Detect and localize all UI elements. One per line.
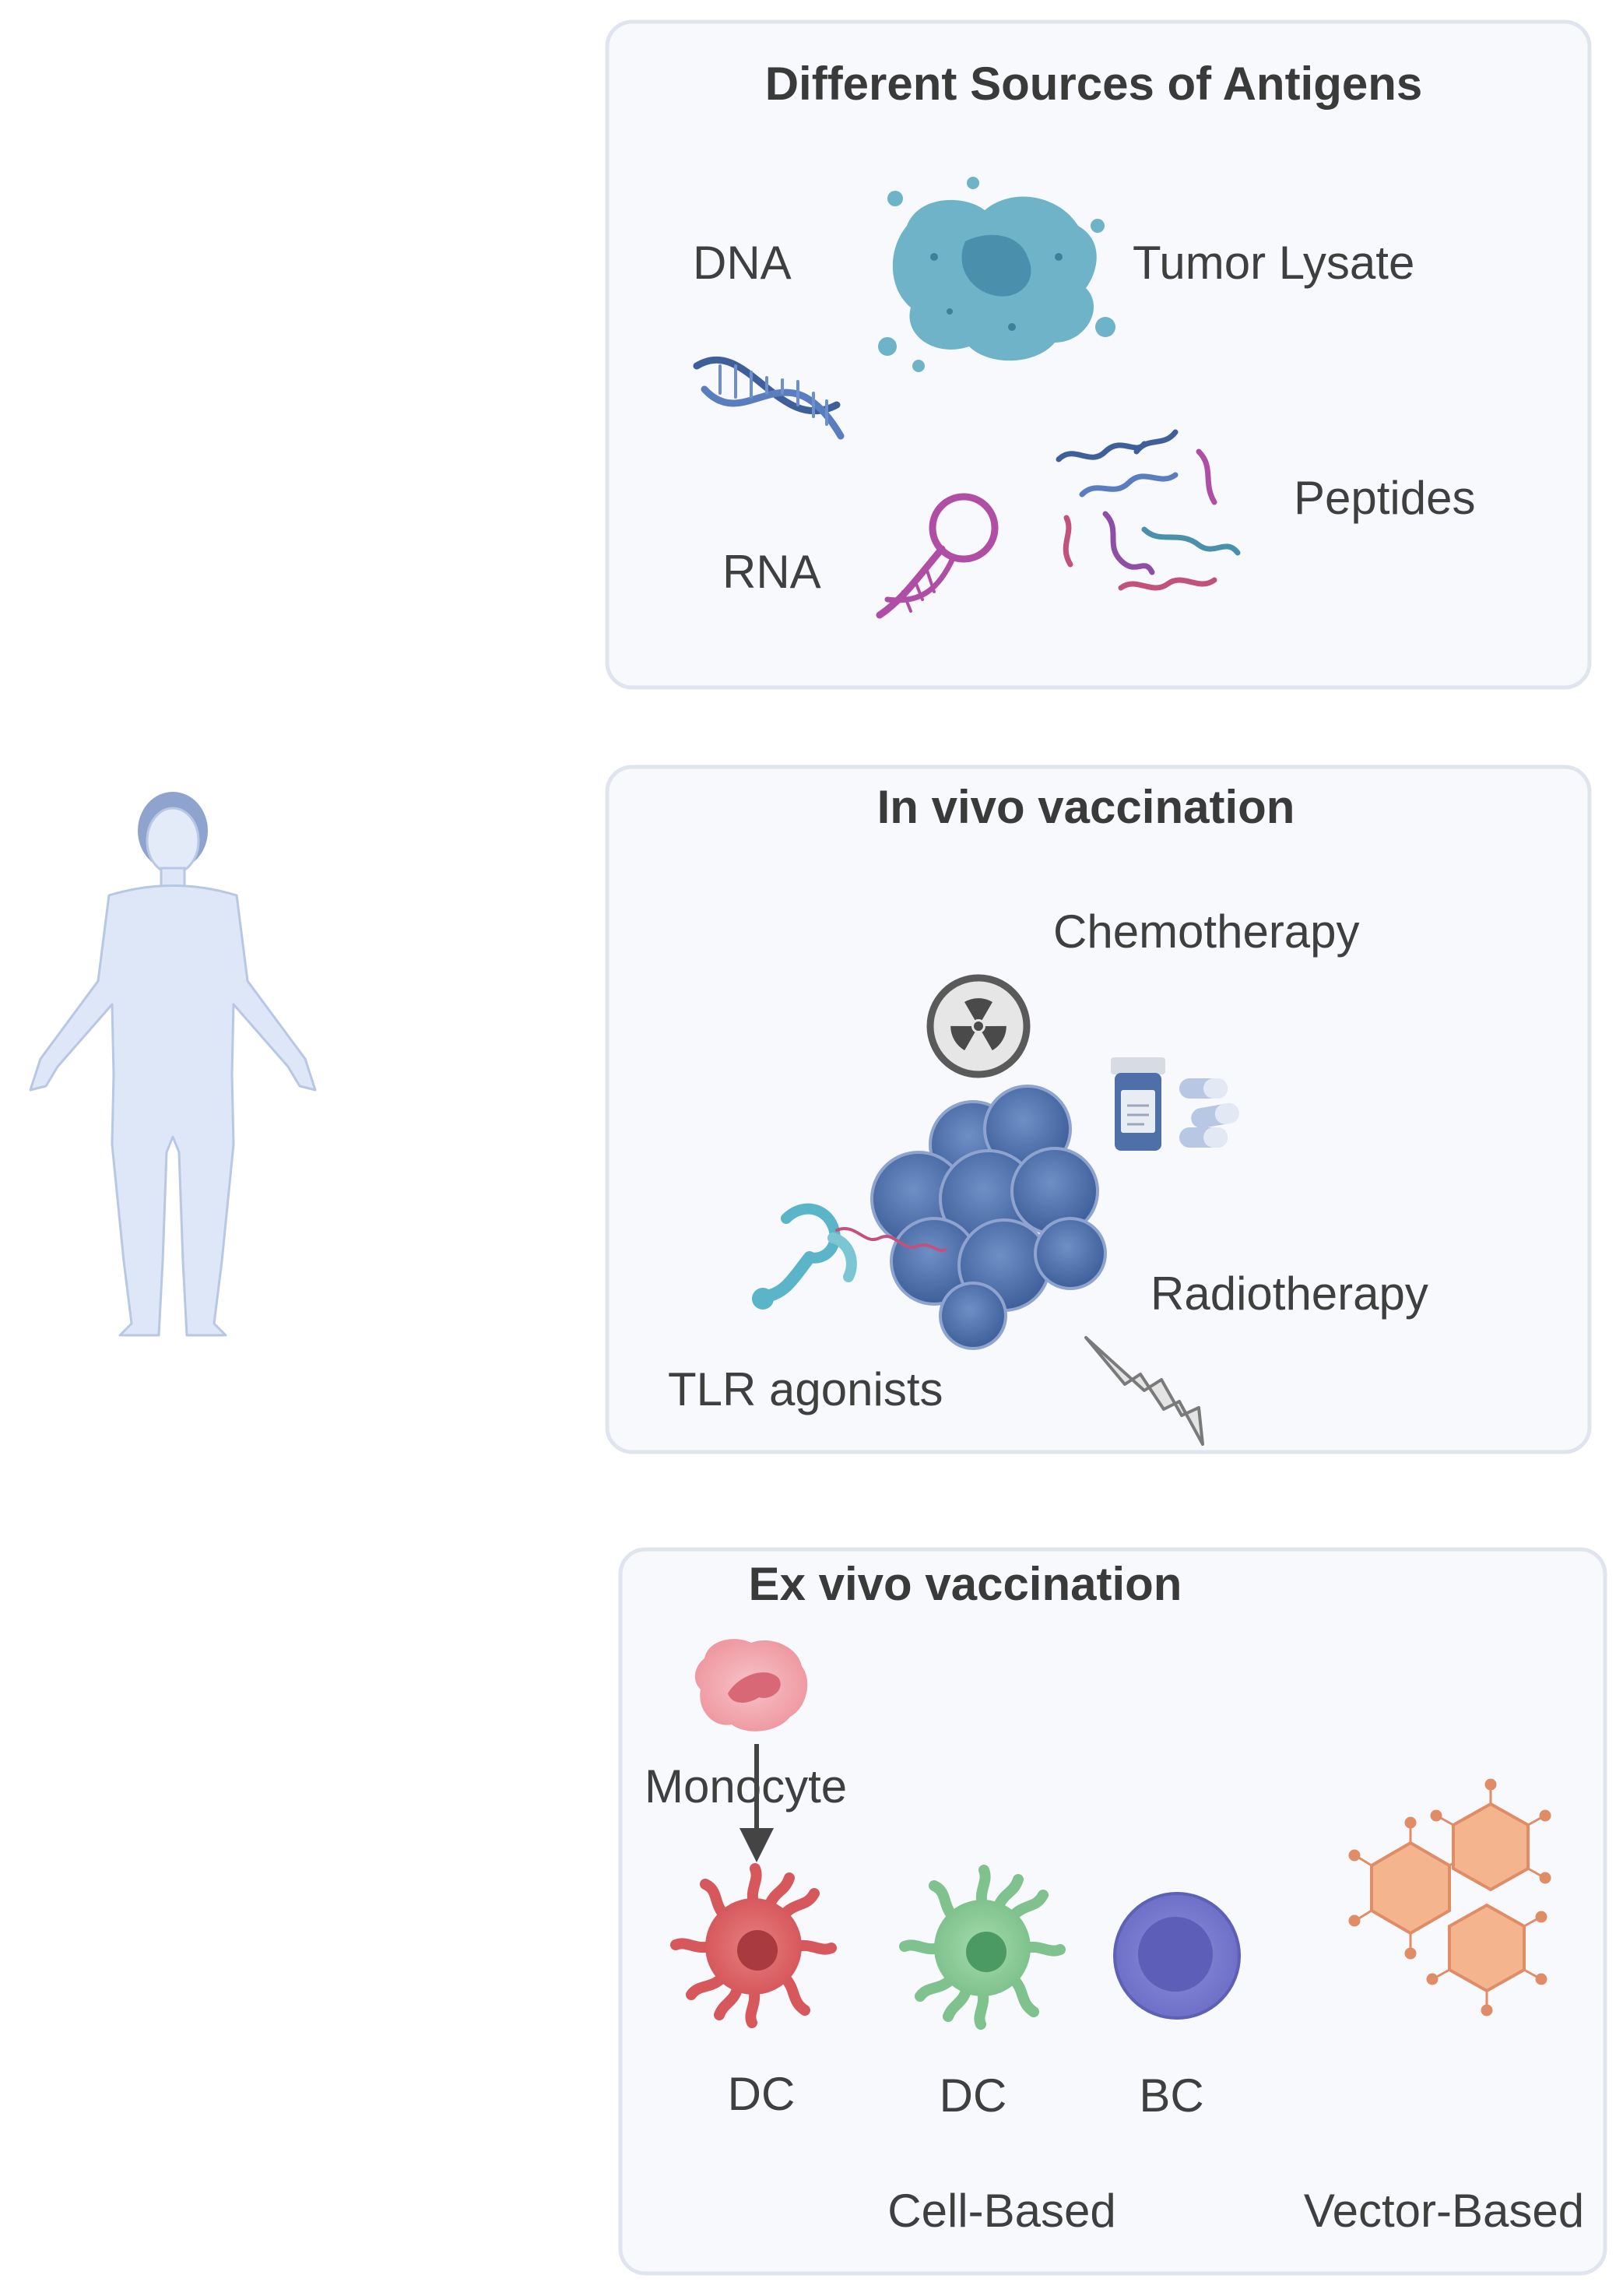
ex-vivo-panel: Ex vivo vaccination Monocyte <box>618 1547 1607 2276</box>
arrow-down-icon <box>739 1744 774 1862</box>
ex-vivo-panel-title: Ex vivo vaccination <box>749 1558 1182 1610</box>
bc-label: BC <box>1139 2069 1203 2122</box>
tumor-lysate-label: Tumor Lysate <box>1133 237 1414 289</box>
in-vivo-panel: In vivo vaccination Chemotherapy Radioth… <box>605 765 1592 1454</box>
dc-label-2: DC <box>940 2069 1007 2122</box>
antigens-panel-title: Different Sources of Antigens <box>765 58 1423 110</box>
radiotherapy-label: Radiotherapy <box>1151 1268 1428 1320</box>
viral-vector-icon <box>1426 1903 1547 2016</box>
tlr-agonist-icon <box>752 1203 947 1310</box>
dendritic-cell-icon <box>899 1865 1066 2030</box>
monocyte-label: Monocyte <box>645 1760 847 1813</box>
tumor-lysate-icon <box>878 177 1115 372</box>
vector-based-label: Vector-Based <box>1304 2185 1584 2237</box>
monocyte-icon <box>694 1639 808 1732</box>
rna-icon <box>876 493 999 619</box>
b-cell-icon <box>1113 1892 1241 2020</box>
radiation-icon <box>926 974 1031 1078</box>
pill-bottle-icon <box>1111 1057 1239 1151</box>
human-body-icon <box>29 792 317 1337</box>
peptides-label: Peptides <box>1294 472 1476 524</box>
in-vivo-panel-title: In vivo vaccination <box>877 781 1295 833</box>
dc-label-1: DC <box>728 2068 796 2120</box>
peptides-icon <box>1056 429 1241 591</box>
dendritic-cell-icon <box>670 1863 837 2028</box>
dna-helix-icon <box>693 356 845 440</box>
lightning-icon <box>1084 1336 1204 1446</box>
rna-label: RNA <box>722 546 821 598</box>
dna-label: DNA <box>693 237 792 289</box>
cell-based-label: Cell-Based <box>887 2185 1115 2237</box>
antigens-panel: Different Sources of Antigens DNA Tumor … <box>605 19 1592 690</box>
chemotherapy-label: Chemotherapy <box>1053 905 1360 958</box>
tlr-agonists-label: TLR agonists <box>668 1363 943 1415</box>
viral-vector-icon <box>1430 1778 1551 1892</box>
tumor-mass-icon <box>870 1085 1107 1350</box>
